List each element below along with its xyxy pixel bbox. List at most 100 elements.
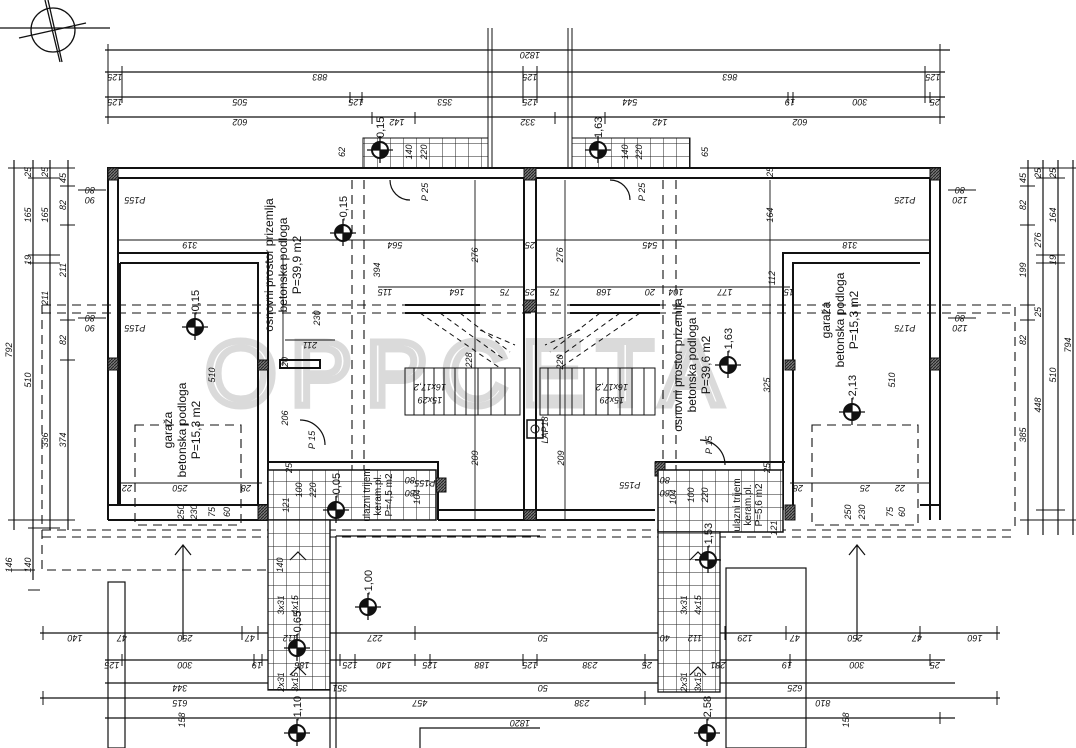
- dimension-label: 104: [668, 489, 678, 504]
- dimension-label: 344: [172, 683, 187, 693]
- dimension-label: 80: [405, 475, 415, 485]
- entry-porch-right: [657, 469, 784, 533]
- dimension-label: 25: [859, 483, 871, 493]
- dimension-label: 20: [280, 357, 290, 368]
- stair-label: 2x31: [679, 672, 689, 693]
- window-size-label: 120: [952, 195, 967, 205]
- dimension-label: 60: [222, 507, 232, 517]
- dimension-label: 1820: [510, 718, 530, 728]
- dimension-label: 60: [897, 507, 907, 517]
- dimension-label: 28: [793, 483, 804, 493]
- chimney-label: LAP18: [540, 416, 550, 443]
- stair-label: 3x31: [276, 595, 286, 615]
- dimension-label: 140: [404, 144, 414, 159]
- elevation-marker-icon: [284, 634, 310, 661]
- dimension-label: 250: [172, 483, 188, 493]
- dimension-label: 25: [1033, 306, 1043, 318]
- opening-label: P155: [124, 195, 146, 205]
- dimension-label: 883: [312, 72, 327, 82]
- dimension-label: 125: [104, 660, 120, 670]
- roof-outline: [41, 180, 1016, 571]
- dimension-label: 20: [645, 287, 656, 297]
- dimension-label: 250: [847, 633, 863, 643]
- room-area: P=39,9 m2: [290, 235, 304, 294]
- dimension-label: 125: [422, 660, 438, 670]
- dimension-label: 125: [925, 72, 941, 82]
- dimension-label: 47: [789, 633, 800, 643]
- dimension-label: 28: [241, 483, 252, 493]
- dimension-label: 47: [244, 633, 255, 643]
- dimension-label: 276: [1033, 232, 1043, 248]
- dimension-label: 510: [1048, 367, 1058, 382]
- dimension-label: 250: [176, 504, 186, 520]
- elevation-label: -0,65: [292, 611, 304, 636]
- dimension-label: 47: [116, 633, 127, 643]
- dimension-label: 82: [1018, 335, 1028, 345]
- dimension-label: 121: [281, 497, 291, 512]
- dimension-label: 168: [596, 287, 611, 297]
- dimension-label: 65: [700, 146, 710, 157]
- room-name: osnovni prostor prizemlja: [262, 198, 276, 332]
- window-size-label: 120: [952, 323, 967, 333]
- dimension-label: 19: [252, 660, 262, 670]
- room-name: ulazni trijem: [362, 468, 373, 521]
- dimension-label: 238: [582, 660, 598, 670]
- room-name: osnovni prostor prizemlja: [671, 298, 685, 432]
- dimension-label: 211: [58, 263, 68, 278]
- room-area: P=4,5 m2: [384, 473, 395, 517]
- room-area: P=15,3 m2: [189, 400, 203, 459]
- dimension-label: 227: [367, 633, 384, 643]
- elevation-marker-icon: [355, 593, 381, 620]
- dimension-label: 125: [522, 660, 538, 670]
- dimension-label: 60: [660, 488, 670, 498]
- dimension-label: 230: [189, 504, 199, 520]
- dimension-label: 276: [470, 247, 480, 263]
- dimension-label: 112: [283, 633, 297, 643]
- dimension-label: 164: [765, 207, 775, 222]
- elevation-markers: 0,15 1,63 -0,15 -0,15 -1,63 -2,13 -0,05 …: [182, 117, 865, 746]
- dimension-label: 146: [4, 557, 14, 572]
- elevation-label: -0,15: [338, 196, 350, 221]
- dimension-label: 140: [67, 633, 82, 643]
- dimension-label: 100: [686, 487, 696, 502]
- dimension-label: 351: [332, 683, 347, 693]
- dimension-label: 104: [668, 287, 683, 297]
- dimension-label: 220: [419, 144, 429, 160]
- dimension-label: 250: [843, 504, 853, 520]
- dimension-label: 230: [857, 504, 867, 520]
- elevation-marker-icon: [694, 719, 720, 746]
- room-floor: betonska podloga: [685, 317, 699, 412]
- dimension-label: 206: [280, 410, 290, 426]
- opening-label: P 25: [637, 182, 647, 201]
- stair-label: 15x29: [418, 395, 443, 405]
- elevation-label: -1,00: [363, 570, 375, 595]
- dimension-label: 19: [782, 660, 792, 670]
- dimension-label: 25: [524, 240, 536, 250]
- dimension-label: 165: [23, 207, 33, 223]
- stair-label: 15x29: [600, 395, 625, 405]
- elevation-marker-icon: [715, 351, 741, 378]
- dimension-label: 22: [122, 483, 133, 493]
- dimension-label: 45: [1018, 172, 1028, 183]
- elevation-marker-icon: [330, 219, 356, 246]
- dimension-label: 810: [815, 698, 830, 708]
- dimension-label: 125: [107, 72, 123, 82]
- window-size-label: 90: [85, 323, 95, 333]
- room-area: P=39,6 m2: [699, 335, 713, 394]
- room-floor: keram.pl.: [373, 474, 384, 515]
- dimension-label: 82: [58, 335, 68, 345]
- dimension-label: 300: [849, 660, 864, 670]
- dimension-label: 50: [538, 683, 548, 693]
- dimension-label: 25: [23, 166, 33, 178]
- dimension-label: 100: [294, 482, 304, 497]
- dimension-label: 125: [342, 660, 358, 670]
- dimension-label: 319: [182, 240, 197, 250]
- north-arrow-icon: [0, 0, 110, 63]
- dimension-label: 374: [58, 432, 68, 447]
- dimension-label: 510: [887, 372, 897, 387]
- dimension-label: 19: [23, 255, 33, 265]
- dimension-label: 158: [841, 712, 851, 727]
- dimension-label: 602: [792, 117, 807, 127]
- room-floor: betonska podloga: [833, 272, 847, 367]
- dimension-label: 19: [785, 97, 795, 107]
